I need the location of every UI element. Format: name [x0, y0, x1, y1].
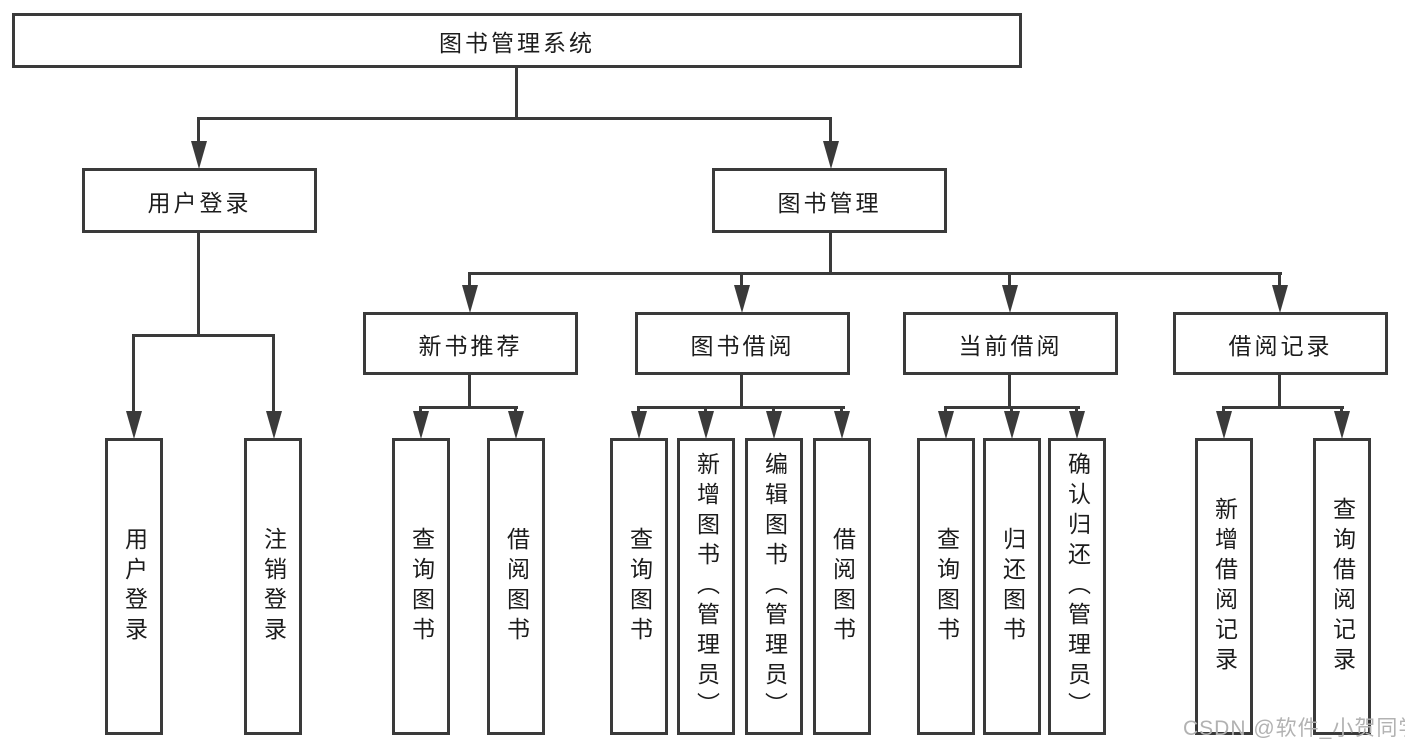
connector-line-v: [514, 406, 517, 415]
connector-line-v: [468, 272, 471, 287]
leaf-user-login: 用户登录: [105, 438, 163, 735]
connector-line-v: [1008, 272, 1011, 287]
connector-line-v: [944, 406, 947, 415]
leaf-confirm-return-admin: 确认归还（管理员）: [1048, 438, 1106, 735]
leaf-query-borrow-record: 查询借阅记录: [1313, 438, 1371, 735]
connector-line-h: [197, 117, 832, 120]
node-user-login: 用户登录: [82, 168, 317, 233]
connector-line-h: [637, 406, 845, 409]
connector-line-v: [740, 375, 743, 409]
leaf-return-books: 归还图书: [983, 438, 1041, 735]
leaf-newbook-borrow-books: 借阅图书: [487, 438, 545, 735]
arrowhead-down-icon: [1069, 411, 1085, 439]
connector-line-v: [468, 375, 471, 409]
arrowhead-down-icon: [766, 411, 782, 439]
connector-line-v: [740, 272, 743, 287]
connector-line-v: [1075, 406, 1078, 415]
leaf-newbook-query-books: 查询图书: [392, 438, 450, 735]
connector-line-v: [1222, 406, 1225, 415]
connector-line-v: [704, 406, 707, 415]
connector-line-v: [829, 117, 832, 144]
arrowhead-down-icon: [834, 411, 850, 439]
watermark: CSDN @软件_小贺同学: [1183, 717, 1405, 740]
node-book-borrow: 图书借阅: [635, 312, 850, 375]
node-borrow-records: 借阅记录: [1173, 312, 1388, 375]
connector-line-v: [772, 406, 775, 415]
arrowhead-down-icon: [1334, 411, 1350, 439]
arrowhead-down-icon: [823, 141, 839, 169]
node-new-book-recommend: 新书推荐: [363, 312, 578, 375]
connector-line-v: [637, 406, 640, 415]
connector-line-v: [1340, 406, 1343, 415]
arrowhead-down-icon: [631, 411, 647, 439]
connector-line-h: [468, 272, 1282, 275]
arrowhead-down-icon: [1002, 285, 1018, 313]
node-current-borrow: 当前借阅: [903, 312, 1118, 375]
leaf-add-borrow-record: 新增借阅记录: [1195, 438, 1253, 735]
arrowhead-down-icon: [191, 141, 207, 169]
connector-line-v: [197, 233, 200, 337]
arrowhead-down-icon: [266, 411, 282, 439]
connector-line-v: [1278, 375, 1281, 409]
leaf-current-query-books: 查询图书: [917, 438, 975, 735]
arrowhead-down-icon: [1216, 411, 1232, 439]
arrowhead-down-icon: [1004, 411, 1020, 439]
leaf-logout: 注销登录: [244, 438, 302, 735]
arrowhead-down-icon: [734, 285, 750, 313]
connector-line-v: [840, 406, 843, 415]
connector-line-v: [272, 334, 275, 414]
connector-line-v: [829, 233, 832, 275]
node-book-management: 图书管理: [712, 168, 947, 233]
connector-line-v: [419, 406, 422, 415]
connector-line-v: [1010, 406, 1013, 415]
connector-line-v: [132, 334, 135, 414]
arrowhead-down-icon: [508, 411, 524, 439]
connector-line-v: [197, 117, 200, 144]
connector-line-h: [132, 334, 275, 337]
node-system-root: 图书管理系统: [12, 13, 1022, 68]
arrowhead-down-icon: [126, 411, 142, 439]
leaf-borrow-query-books: 查询图书: [610, 438, 668, 735]
connector-line-v: [1278, 272, 1281, 287]
leaf-edit-books-admin: 编辑图书（管理员）: [745, 438, 803, 735]
connector-line-v: [1008, 375, 1011, 409]
connector-line-v: [515, 68, 518, 119]
connector-line-h: [1222, 406, 1344, 409]
arrowhead-down-icon: [1272, 285, 1288, 313]
leaf-borrow-books: 借阅图书: [813, 438, 871, 735]
arrowhead-down-icon: [938, 411, 954, 439]
arrowhead-down-icon: [413, 411, 429, 439]
arrowhead-down-icon: [462, 285, 478, 313]
arrowhead-down-icon: [698, 411, 714, 439]
connector-line-h: [419, 406, 518, 409]
leaf-add-books-admin: 新增图书（管理员）: [677, 438, 735, 735]
